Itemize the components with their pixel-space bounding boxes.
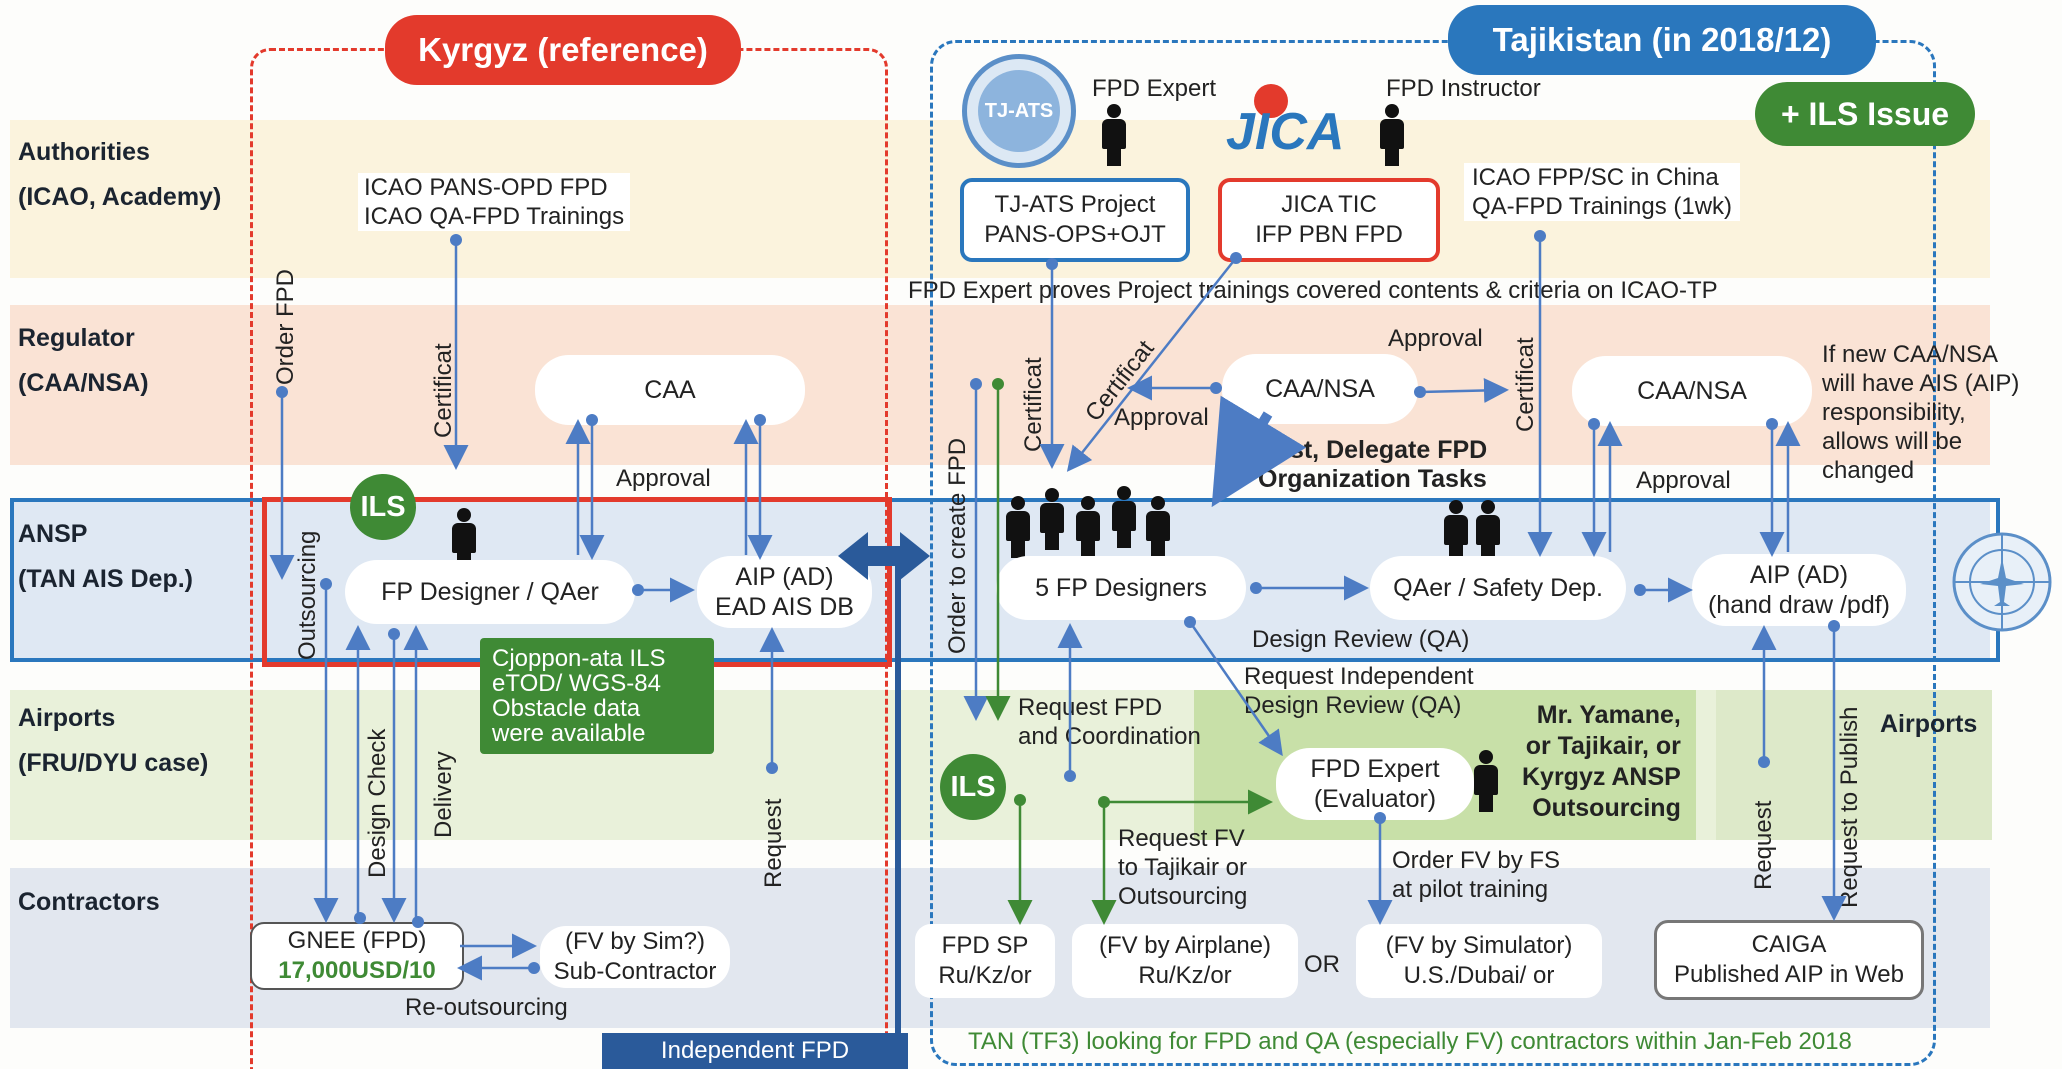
row-label-airports: Airports(FRU/DYU case) <box>18 704 209 777</box>
fpd-expert-person-icon <box>1100 104 1128 166</box>
design-review-qa: Design Review (QA) <box>1252 626 1470 653</box>
approval-top: Approval <box>1388 325 1483 352</box>
expert-proves-note: FPD Expert proves Project trainings cove… <box>908 277 1718 304</box>
jica-logo-icon: JICA <box>1222 84 1352 164</box>
designer-person-icon-3 <box>1074 496 1102 558</box>
tjats-logo-text: TJ-ATS <box>978 70 1060 152</box>
fv-simulator-box: (FV by Simulator)U.S./Dubai/ or <box>1356 924 1602 998</box>
independent-fpd-label: Independent FPD <box>602 1033 908 1069</box>
tajik-airports-label: Airports <box>1880 710 1978 738</box>
row-label-ansp: ANSP(TAN AIS Dep.) <box>18 520 193 593</box>
kyrgyz-ils-badge: ILS <box>350 474 416 540</box>
tajik-ils-badge: ILS <box>940 754 1006 820</box>
aip-hand-draw: AIP (AD)(hand draw /pdf) <box>1692 554 1906 626</box>
tan-looking-note: TAN (TF3) looking for FPD and QA (especi… <box>968 1028 1852 1055</box>
designer-person-icon-2 <box>1038 488 1066 550</box>
row-label-regulator: Regulator(CAA/NSA) <box>18 324 149 397</box>
approval-left: Approval <box>1114 404 1209 431</box>
fpd-expert-evaluator: FPD Expert(Evaluator) <box>1276 748 1474 820</box>
ils-issue-badge: + ILS Issue <box>1755 82 1975 146</box>
jica-logo-text: JICA <box>1226 103 1345 161</box>
kyrgyz-subcontractor: (FV by Sim?)Sub-Contractor <box>540 926 730 988</box>
row-label-authorities: Authorities(ICAO, Academy) <box>18 138 222 211</box>
tajikistan-title: Tajikistan (in 2018/12) <box>1448 5 1876 75</box>
kyrgyz-re-outsourcing: Re-outsourcing <box>405 994 568 1021</box>
caa-nsa-right: CAA/NSA <box>1572 356 1812 426</box>
kyrgyz-aip: AIP (AD)EAD AIS DB <box>697 556 872 628</box>
kyrgyz-title: Kyrgyz (reference) <box>385 15 741 85</box>
fp-designers: 5 FP Designers <box>996 556 1246 620</box>
tjats-logo-icon: TJ-ATS <box>962 54 1076 168</box>
designer-person-icon-1 <box>1004 496 1032 558</box>
tajikistan-region <box>930 40 1936 1066</box>
approval-right: Approval <box>1636 467 1731 494</box>
row-label-contractors: Contractors <box>18 888 160 916</box>
fv-airplane-box: (FV by Airplane)Ru/Kz/or <box>1072 924 1298 998</box>
fpd-expert-label: FPD Expert <box>1092 75 1217 102</box>
kyrgyz-caa: CAA <box>535 355 805 425</box>
airport-radar-icon <box>1950 530 2054 634</box>
fpd-instructor-label: FPD Instructor <box>1386 75 1541 102</box>
kyrgyz-approval: Approval <box>616 465 711 492</box>
qaer-safety: QAer / Safety Dep. <box>1370 556 1626 620</box>
designer-person-icon-5 <box>1144 496 1172 558</box>
or-label: OR <box>1304 951 1340 978</box>
designer-person-icon-4 <box>1110 486 1138 548</box>
kyrgyz-fp-designer: FP Designer / QAer <box>345 560 635 624</box>
fpd-instructor-person-icon <box>1378 104 1406 166</box>
evaluator-person-icon <box>1472 750 1500 812</box>
